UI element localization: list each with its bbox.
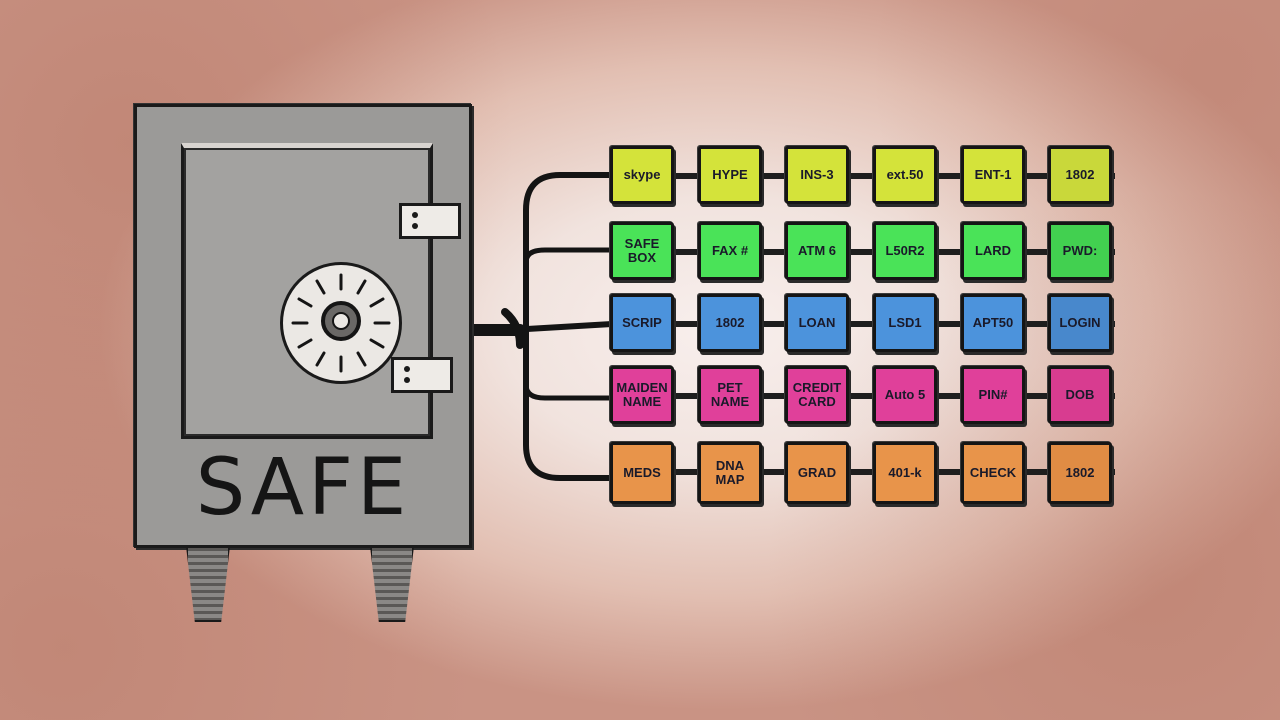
box-pwd[interactable]: PWD:	[1048, 222, 1112, 280]
row-wire	[610, 249, 1115, 255]
combination-dial-icon	[280, 262, 402, 384]
lower-hinge-icon	[391, 357, 453, 393]
safe-door	[181, 143, 433, 439]
row-pink: MAIDEN NAME PET NAME CREDIT CARD Auto 5 …	[610, 366, 1115, 428]
safe-illustration: SAFE	[134, 104, 472, 548]
box-1802-yellow[interactable]: 1802	[1048, 146, 1112, 204]
box-auto-5[interactable]: Auto 5	[873, 366, 937, 424]
box-lard[interactable]: LARD	[961, 222, 1025, 280]
box-1802-blue[interactable]: 1802	[698, 294, 762, 352]
box-meds[interactable]: MEDS	[610, 442, 674, 504]
box-atm-6[interactable]: ATM 6	[785, 222, 849, 280]
box-safe-box[interactable]: SAFE BOX	[610, 222, 674, 280]
row-green: SAFE BOX FAX # ATM 6 L50R2 LARD PWD:	[610, 222, 1115, 284]
box-l50r2[interactable]: L50R2	[873, 222, 937, 280]
safe-left-leg	[186, 546, 230, 622]
safe-right-leg	[370, 546, 414, 622]
row-orange: MEDS DNA MAP GRAD 401-k CHECK 1802	[610, 442, 1115, 504]
box-ent-1[interactable]: ENT-1	[961, 146, 1025, 204]
box-ext-50[interactable]: ext.50	[873, 146, 937, 204]
box-lsd1[interactable]: LSD1	[873, 294, 937, 352]
box-login[interactable]: LOGIN	[1048, 294, 1112, 352]
box-dob[interactable]: DOB	[1048, 366, 1112, 424]
box-grad[interactable]: GRAD	[785, 442, 849, 504]
box-skype[interactable]: skype	[610, 146, 674, 204]
upper-hinge-icon	[399, 203, 461, 239]
row-yellow: skype HYPE INS-3 ext.50 ENT-1 1802	[610, 146, 1115, 208]
box-apt50[interactable]: APT50	[961, 294, 1025, 352]
box-maiden-name[interactable]: MAIDEN NAME	[610, 366, 674, 424]
row-wire	[610, 469, 1115, 475]
box-dna-map[interactable]: DNA MAP	[698, 442, 762, 504]
row-wire	[610, 173, 1115, 179]
row-wire	[610, 393, 1115, 399]
box-hype[interactable]: HYPE	[698, 146, 762, 204]
box-scrip[interactable]: SCRIP	[610, 294, 674, 352]
safe-label: SAFE	[195, 443, 411, 533]
box-fax[interactable]: FAX #	[698, 222, 762, 280]
box-pin[interactable]: PIN#	[961, 366, 1025, 424]
box-check[interactable]: CHECK	[961, 442, 1025, 504]
row-blue: SCRIP 1802 LOAN LSD1 APT50 LOGIN	[610, 294, 1115, 356]
box-1802-orange[interactable]: 1802	[1048, 442, 1112, 504]
box-pet-name[interactable]: PET NAME	[698, 366, 762, 424]
row-wire	[610, 321, 1115, 327]
box-loan[interactable]: LOAN	[785, 294, 849, 352]
box-ins-3[interactable]: INS-3	[785, 146, 849, 204]
box-401k[interactable]: 401-k	[873, 442, 937, 504]
box-credit-card[interactable]: CREDIT CARD	[785, 366, 849, 424]
